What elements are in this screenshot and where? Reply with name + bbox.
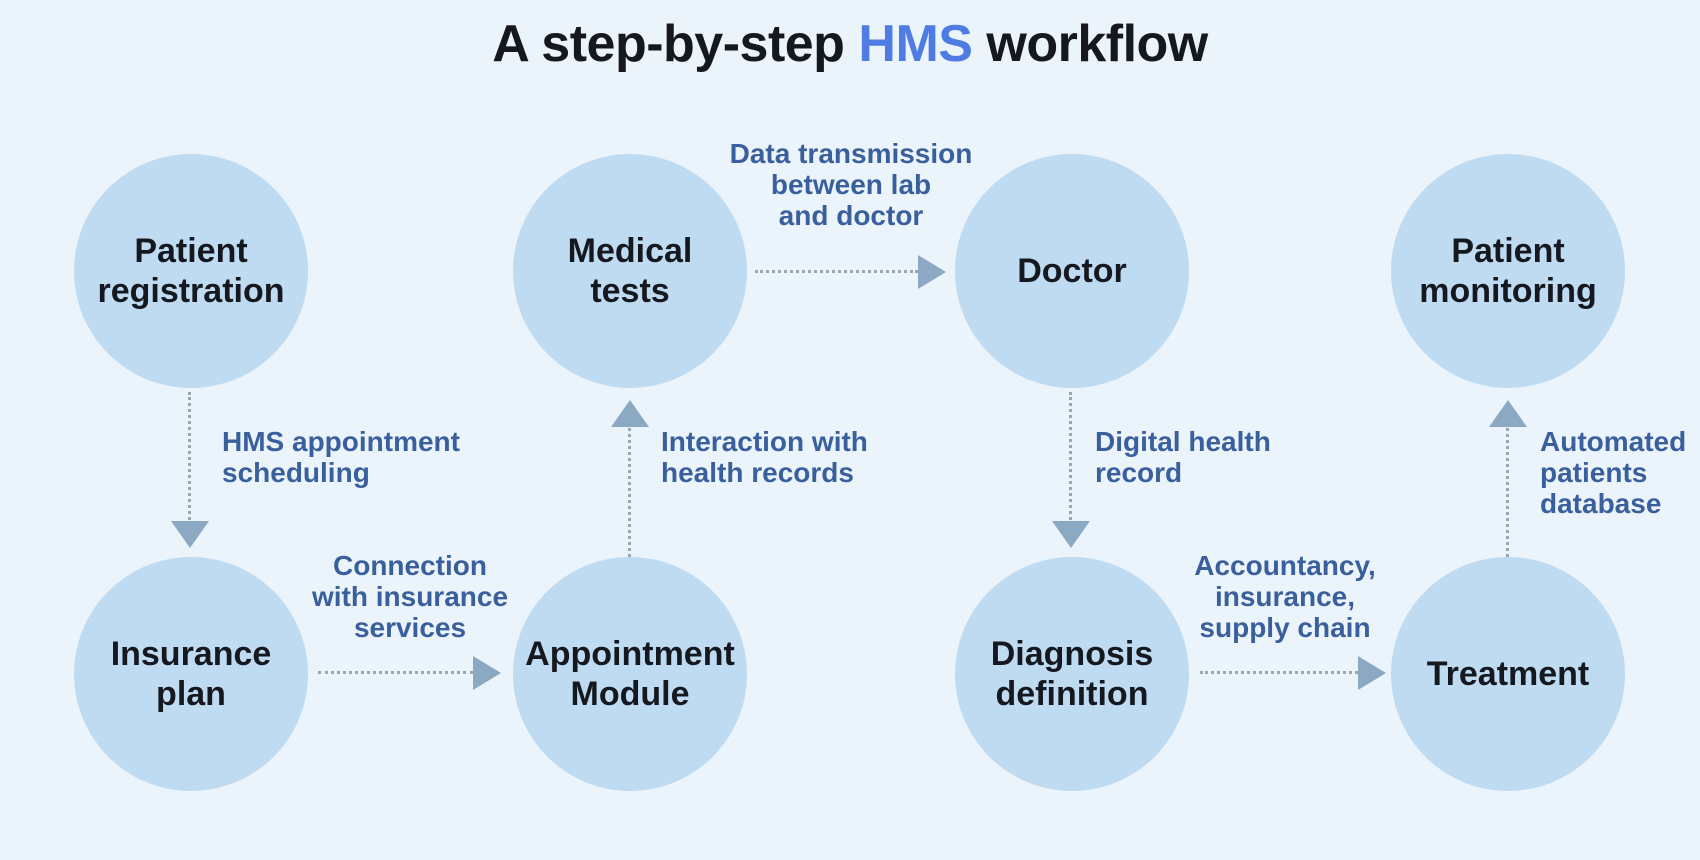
connector-label-data-transmission: Data transmission between lab and doctor: [729, 138, 973, 231]
dotted-line: [755, 270, 918, 273]
node-insurance-plan: Insurance plan: [74, 557, 308, 791]
arrowhead-right-icon: [918, 255, 946, 289]
node-patient-registration: Patient registration: [74, 154, 308, 388]
dotted-line: [318, 671, 473, 674]
connector-label-accountancy-insurance-supply-chain: Accountancy, insurance, supply chain: [1194, 550, 1376, 643]
node-diagnosis-definition: Diagnosis definition: [955, 557, 1189, 791]
node-appointment-module: Appointment Module: [513, 557, 747, 791]
node-doctor: Doctor: [955, 154, 1189, 388]
node-appointment-module-label: Appointment Module: [525, 634, 735, 713]
dotted-line: [1200, 671, 1358, 674]
connector-label-hms-appointment-scheduling: HMS appointment scheduling: [222, 426, 460, 488]
dotted-line: [1506, 428, 1509, 557]
node-treatment-label: Treatment: [1426, 654, 1590, 693]
dotted-line: [628, 428, 631, 557]
node-patient-monitoring: Patient monitoring: [1391, 154, 1625, 388]
arrowhead-up-icon: [611, 400, 649, 427]
arrowhead-right-icon: [473, 656, 501, 690]
node-medical-tests: Medical tests: [513, 154, 747, 388]
page-title: A step-by-step HMS workflow: [0, 14, 1700, 74]
connector-label-digital-health-record: Digital health record: [1095, 426, 1271, 488]
title-accent-hms: HMS: [858, 15, 973, 73]
dotted-line: [188, 392, 191, 520]
arrowhead-right-icon: [1358, 656, 1386, 690]
node-treatment: Treatment: [1391, 557, 1625, 791]
connector-label-connection-with-insurance-services: Connection with insurance services: [311, 550, 509, 643]
node-doctor-label: Doctor: [1017, 251, 1127, 290]
title-suffix: workflow: [972, 15, 1208, 73]
arrowhead-up-icon: [1489, 400, 1527, 427]
arrowhead-down-icon: [171, 521, 209, 548]
arrowhead-down-icon: [1052, 521, 1090, 548]
connector-label-automated-patients-database: Automated patients database: [1540, 426, 1687, 519]
connector-label-interaction-with-health-records: Interaction with health records: [661, 426, 868, 488]
node-patient-monitoring-label: Patient monitoring: [1419, 231, 1597, 310]
title-prefix: A step-by-step: [492, 15, 859, 73]
node-medical-tests-label: Medical tests: [567, 231, 693, 310]
dotted-line: [1069, 392, 1072, 520]
node-patient-registration-label: Patient registration: [97, 231, 285, 310]
node-diagnosis-definition-label: Diagnosis definition: [990, 634, 1154, 713]
node-insurance-plan-label: Insurance plan: [110, 634, 272, 713]
